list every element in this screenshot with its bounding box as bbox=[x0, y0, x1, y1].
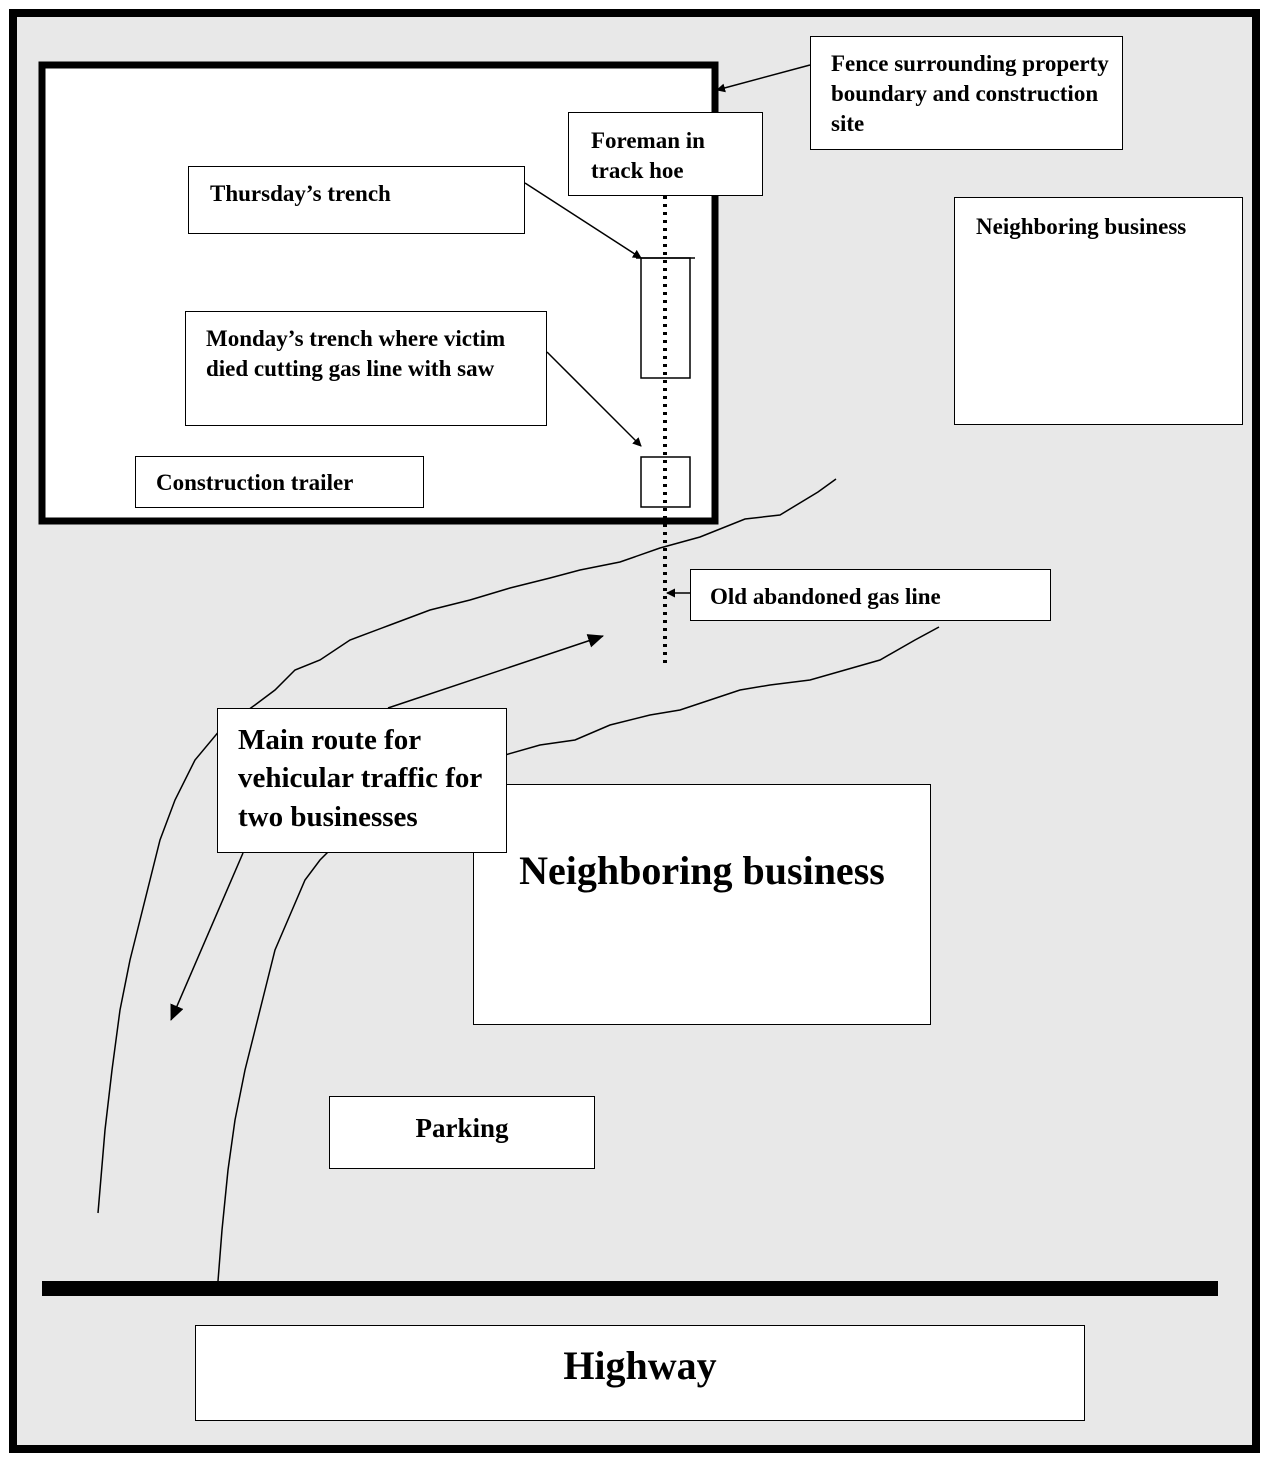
thursday-trench-arrow bbox=[524, 182, 642, 259]
construction-trailer-label: Construction trailer bbox=[135, 456, 424, 508]
route-arrow-southwest bbox=[170, 852, 244, 1021]
thursday-trench-label: Thursday’s trench bbox=[188, 166, 525, 234]
monday-trench bbox=[640, 456, 691, 508]
monday-trench-label: Monday’s trench where victim died cuttin… bbox=[185, 311, 547, 426]
neighboring-business-large: Neighboring business bbox=[473, 784, 931, 1025]
neighboring-business-small: Neighboring business bbox=[954, 197, 1243, 425]
monday-trench-arrow bbox=[546, 351, 642, 447]
gas-line-label: Old abandoned gas line bbox=[690, 569, 1051, 621]
main-route-label: Main route for vehicular traffic for two… bbox=[217, 708, 507, 853]
highway-edge bbox=[42, 1281, 1218, 1296]
route-arrow-northeast bbox=[387, 634, 604, 709]
foreman-label: Foreman in track hoe bbox=[568, 112, 763, 196]
fence-arrow bbox=[716, 64, 811, 93]
route-curve-north bbox=[97, 478, 837, 1214]
parking-label: Parking bbox=[329, 1096, 595, 1169]
highway-label: Highway bbox=[195, 1325, 1085, 1421]
fence-label: Fence surrounding property boundary and … bbox=[810, 36, 1123, 150]
